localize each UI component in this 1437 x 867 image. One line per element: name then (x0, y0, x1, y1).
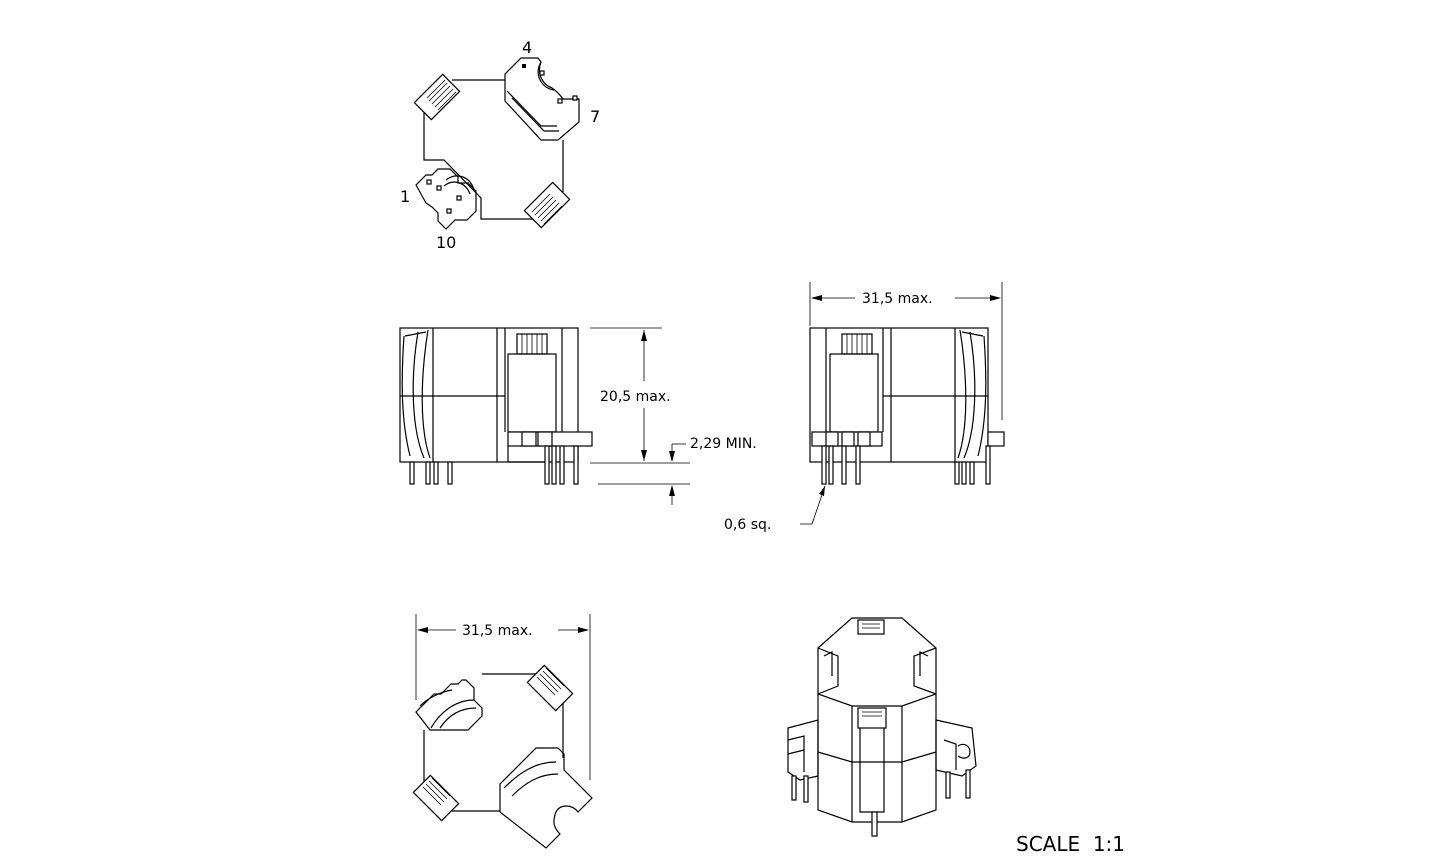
side-left-pins (409, 445, 579, 485)
standoff-dimension: 2,29 MIN. (598, 436, 757, 505)
width-dim-label-bottom: 31,5 max. (462, 623, 533, 639)
height-dim-label: 20,5 max. (600, 389, 671, 405)
pin-hole (522, 64, 526, 68)
bottom-flange-upper-left (415, 679, 483, 731)
top-clip-lower-right (523, 181, 571, 229)
pin-size-label: 0,6 sq. (724, 517, 771, 533)
top-view: 4 7 1 10 (400, 38, 600, 252)
width-dimension-bottom: 31,5 max. (415, 614, 591, 780)
pin-label-4: 4 (522, 38, 532, 57)
width-dim-label-side: 31,5 max. (862, 291, 933, 307)
pin-label-7: 7 (590, 107, 600, 126)
iso-flange-left (787, 719, 819, 803)
iso-flange-right (935, 719, 977, 799)
side-right-pins (821, 445, 991, 485)
top-flange-pin1-10 (415, 168, 477, 230)
bottom-clip-upper-right (526, 664, 574, 712)
bottom-flange-lower-right (499, 747, 593, 849)
side-view-right: 31,5 max. 0,6 sq. (724, 282, 1005, 533)
pin-size-leader: 0,6 sq. (724, 485, 826, 533)
pin-label-10: 10 (436, 233, 456, 252)
standoff-dim-label: 2,29 MIN. (690, 436, 757, 452)
height-dimension: 20,5 max. (590, 327, 690, 464)
scale-label: SCALE 1:1 (1016, 832, 1125, 856)
side-view-left: 20,5 max. 2,29 MIN. (399, 327, 757, 505)
top-flange-pin4-7 (504, 57, 580, 141)
top-clip-upper-left (413, 73, 461, 121)
isometric-view (787, 617, 977, 837)
bottom-view: 31,5 max. (412, 614, 593, 849)
pin-label-1: 1 (400, 187, 410, 206)
width-dimension-side: 31,5 max. (809, 282, 1003, 420)
bottom-clip-lower-left (412, 774, 460, 822)
